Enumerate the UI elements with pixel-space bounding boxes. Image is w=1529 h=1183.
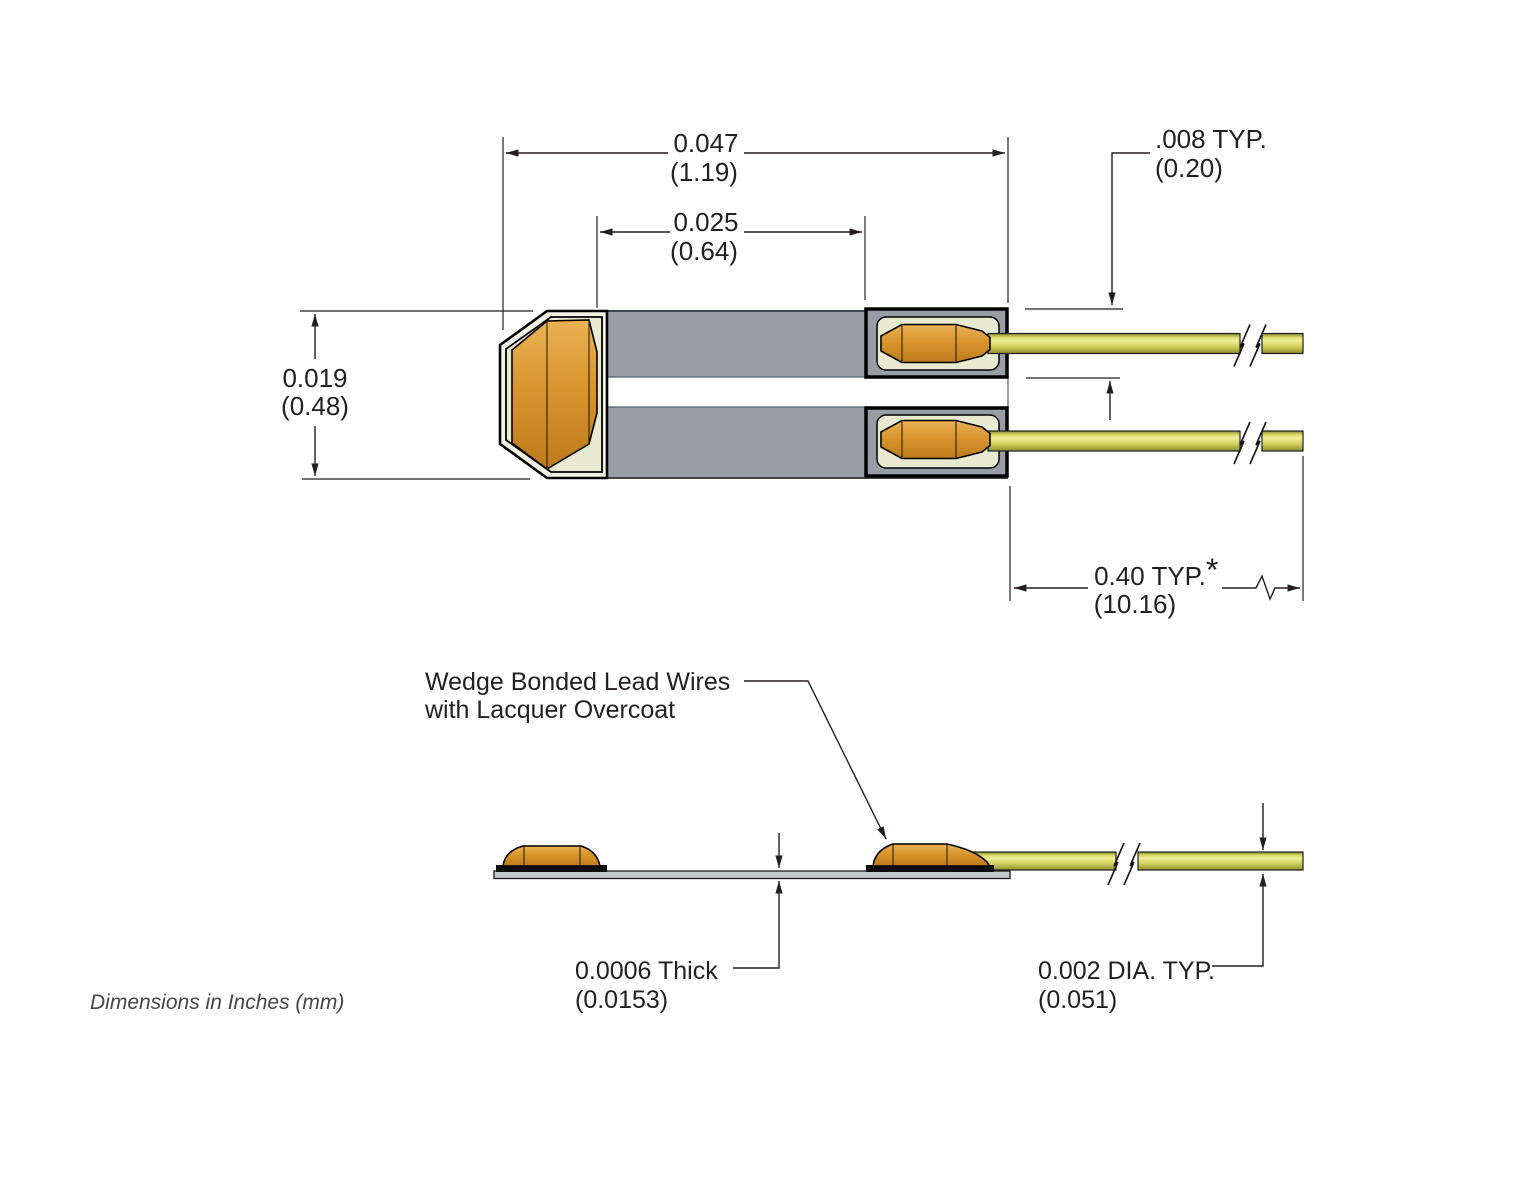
- thermistor-bead: [498, 309, 609, 480]
- dim-height: 0.019 (0.48): [281, 310, 533, 480]
- dim-thickness-mm: (0.0153): [575, 986, 668, 1014]
- side-view: [493, 842, 1304, 886]
- dim-wire-diameter-mm: (0.051): [1038, 986, 1117, 1014]
- body-slot: [605, 376, 1009, 408]
- dim-height-inches: 0.019: [282, 363, 347, 393]
- bond-bump-left: [496, 845, 607, 872]
- bond-base: [496, 865, 607, 872]
- dim-wire-diameter: 0.002 DIA. TYP. (0.051): [1038, 803, 1267, 1014]
- dim-inner-width: 0.025 (0.64): [596, 207, 866, 308]
- lead-wire-top: [987, 323, 1304, 368]
- dim-overall-width-mm: (1.19): [670, 157, 738, 187]
- substrate: [493, 870, 1011, 880]
- footer-note: Dimensions in Inches (mm): [90, 991, 344, 1014]
- dim-lead-length-mm: (10.16): [1094, 589, 1176, 619]
- top-view: [498, 307, 1304, 480]
- dim-lead-length-inches: 0.40 TYP.: [1094, 561, 1206, 591]
- dim-overall-width: 0.047 (1.19): [502, 128, 1009, 330]
- callout-line1: Wedge Bonded Lead Wires: [425, 668, 730, 696]
- callout-line2: with Lacquer Overcoat: [424, 696, 675, 724]
- bead-element: [511, 319, 598, 470]
- dim-inner-width-mm: (0.64): [670, 236, 738, 266]
- lead-wire-side: [957, 842, 1304, 886]
- dim-height-mm: (0.48): [281, 391, 349, 421]
- dim-lead-width: .008 TYP. (0.20): [1025, 124, 1267, 420]
- dim-lead-length-footnote: *: [1206, 552, 1218, 588]
- dim-overall-width-inches: 0.047: [673, 128, 738, 158]
- dim-lead-width-mm: (0.20): [1155, 153, 1223, 183]
- wedge-bond-bottom: [880, 419, 991, 460]
- bond-bump-right: [866, 843, 994, 872]
- dim-lead-length: 0.40 TYP. * (10.16): [1009, 456, 1304, 619]
- callout-wedge-bonded: Wedge Bonded Lead Wires with Lacquer Ove…: [424, 668, 887, 840]
- lead-wire-bottom: [987, 421, 1304, 465]
- dim-lead-width-inches: .008 TYP.: [1155, 124, 1267, 154]
- dim-thickness-inches: 0.0006 Thick: [575, 957, 718, 985]
- dim-inner-width-inches: 0.025: [673, 207, 738, 237]
- wedge-bond-top: [880, 323, 991, 364]
- dim-thickness: 0.0006 Thick (0.0153): [575, 833, 783, 1014]
- bond-base: [866, 865, 994, 872]
- dim-wire-diameter-inches: 0.002 DIA. TYP.: [1038, 957, 1215, 985]
